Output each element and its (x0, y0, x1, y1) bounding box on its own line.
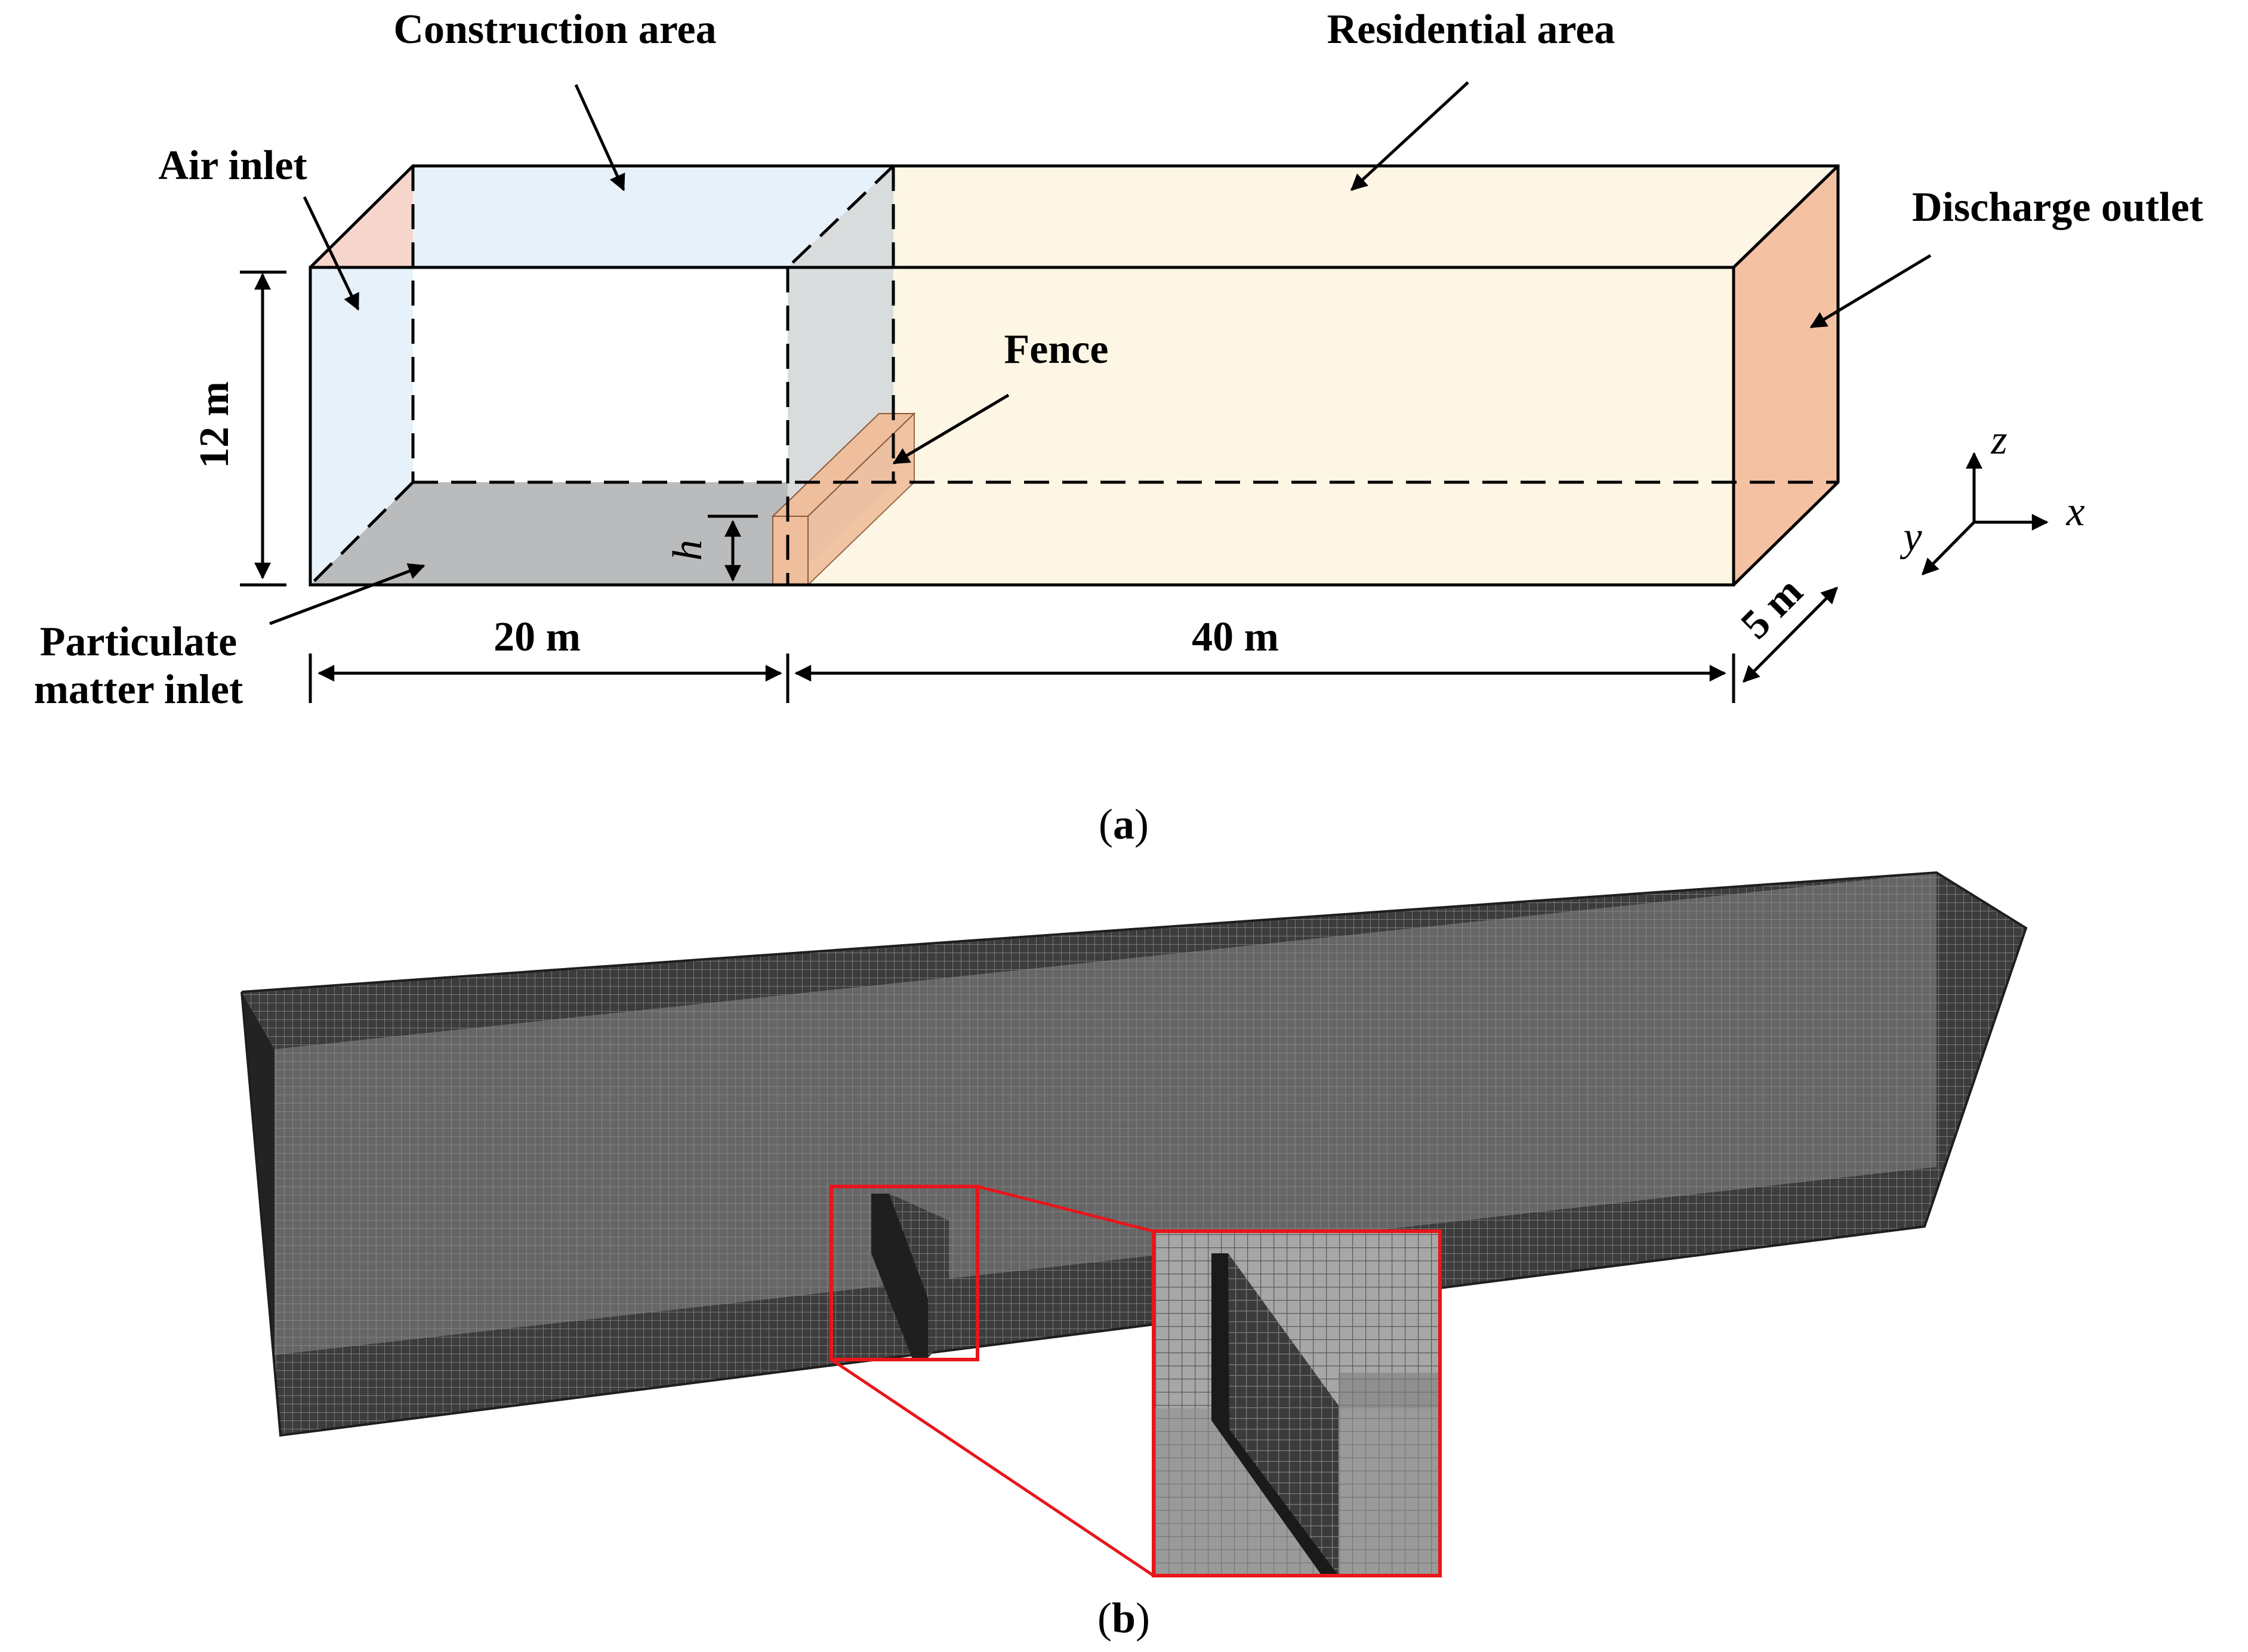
label-construction-area: Construction area (393, 7, 716, 53)
ground-face (310, 482, 788, 585)
mesh-fence (871, 1194, 928, 1358)
dimension-width: 5 m (1732, 569, 1812, 648)
mesh-inner-back-wall (275, 873, 1936, 1355)
zoom-connector-bottom (830, 1358, 1155, 1577)
mesh-outline (240, 871, 2028, 1437)
box-edges (309, 164, 1840, 587)
label-discharge-outlet: Discharge outlet (1912, 184, 2203, 230)
zoom-connector-top (977, 1185, 1154, 1233)
mesh-fence-face (889, 1194, 949, 1358)
mesh-inner-wall-shade (275, 873, 1936, 1355)
coordinate-axes (1922, 452, 2049, 575)
mesh-zoom-inset (1152, 1229, 1442, 1577)
mesh-bottom-frame (275, 1167, 1936, 1435)
mesh-right-frame (1925, 873, 2026, 1226)
axis-label-x: x (2065, 489, 2084, 535)
residential-area-face (788, 166, 1838, 585)
discharge-outlet-face (1734, 166, 1838, 585)
dimension-residential-length: 40 m (1192, 614, 1279, 660)
pointer-arrows (269, 81, 1932, 625)
caption-a: (a) (1099, 800, 1149, 848)
axis-label-z: z (1990, 417, 2007, 463)
label-residential-area: Residential area (1327, 7, 1615, 53)
residential-area-front-face (788, 267, 1734, 585)
axis-label-y: y (1899, 514, 1922, 560)
caption-b: (b) (1097, 1594, 1150, 1642)
fence-front (772, 516, 809, 585)
dimension-height: 12 m (192, 381, 238, 469)
hidden-edges (309, 165, 1838, 586)
label-particulate-line2: matter inlet (34, 667, 243, 713)
panel-a: Construction area Residential area Air i… (34, 7, 2203, 848)
construction-area-face (310, 166, 893, 585)
dimension-lines (240, 270, 1838, 703)
label-particulate-line1: Particulate (40, 619, 237, 665)
dimension-construction-length: 20 m (494, 614, 581, 660)
label-air-inlet: Air inlet (158, 143, 307, 189)
mesh-highlight-box (829, 1185, 979, 1361)
label-fence: Fence (1004, 326, 1109, 372)
label-fence-height: h (665, 540, 711, 561)
panel-b: (b) (240, 871, 2028, 1642)
